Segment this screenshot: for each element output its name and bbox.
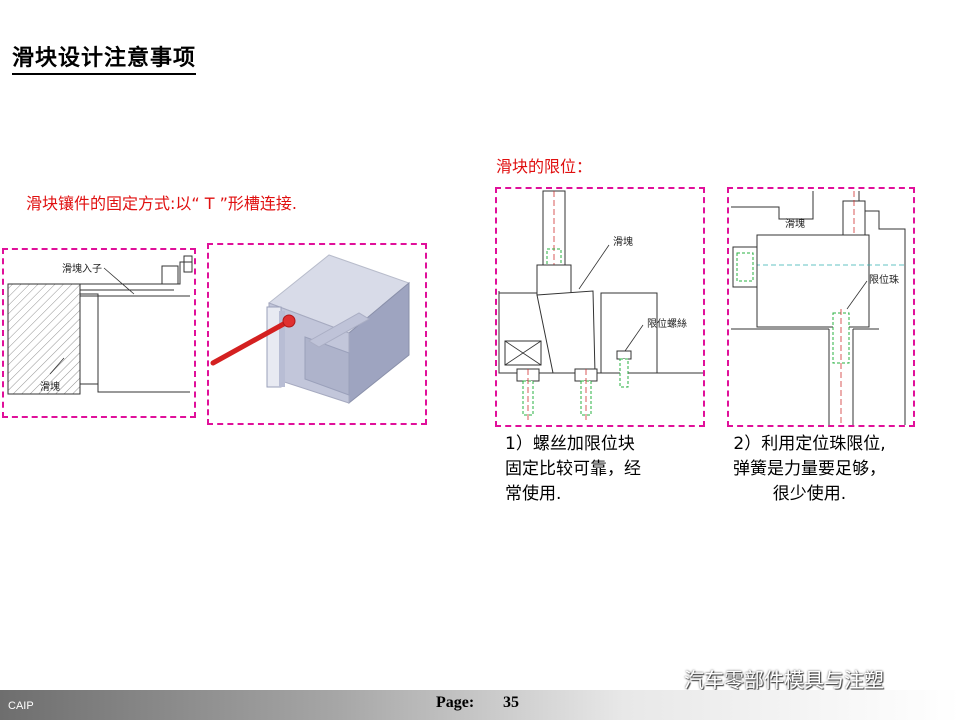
caption-2-line-1: 2）利用定位珠限位, bbox=[733, 434, 886, 454]
insert-section-drawing: 滑塊入子 滑塊 bbox=[2, 248, 196, 418]
watermark: 汽车零部件模具与注塑 bbox=[646, 664, 884, 693]
watermark-text: 汽车零部件模具与注塑 bbox=[684, 668, 884, 692]
ball-label: 限位珠 bbox=[869, 273, 899, 286]
stop-screw-label: 限位螺絲 bbox=[647, 317, 687, 330]
ball-detent-drawing: 滑塊 限位珠 bbox=[727, 187, 915, 427]
footer-bar: CAIP Page: 35 bbox=[0, 690, 960, 720]
left-heading: 滑块镶件的固定方式:以“ T ”形槽连接. bbox=[26, 194, 298, 213]
slider-label-left: 滑塊 bbox=[40, 380, 60, 393]
caption-screw-stop: 1）螺丝加限位块 固定比较可靠，经 常使用. bbox=[505, 432, 641, 507]
right-heading: 滑块的限位： bbox=[496, 157, 593, 176]
page-label: Page: bbox=[436, 694, 475, 711]
insert-label: 滑塊入子 bbox=[62, 262, 102, 275]
caption-ball-detent: 2）利用定位珠限位, 弹簧是力量要足够， 很少使用. bbox=[733, 432, 886, 507]
brand-label: CAIP bbox=[8, 700, 34, 712]
caption-2-line-2: 弹簧是力量要足够， bbox=[733, 459, 886, 479]
caption-2-line-3: 很少使用. bbox=[772, 484, 847, 504]
page-number: 35 bbox=[503, 694, 519, 711]
t-slot-3d-view bbox=[207, 243, 427, 425]
page-title: 滑块设计注意事项 bbox=[12, 40, 197, 75]
slider-label-mid: 滑塊 bbox=[613, 235, 633, 248]
slider-label-right: 滑塊 bbox=[785, 217, 805, 230]
screw-stop-block-drawing: 滑塊 限位螺絲 bbox=[495, 187, 705, 427]
caption-1-line-2: 固定比较可靠，经 bbox=[505, 459, 641, 479]
caption-1-line-3: 常使用. bbox=[505, 484, 562, 504]
caption-1-line-1: 1）螺丝加限位块 bbox=[505, 434, 635, 454]
